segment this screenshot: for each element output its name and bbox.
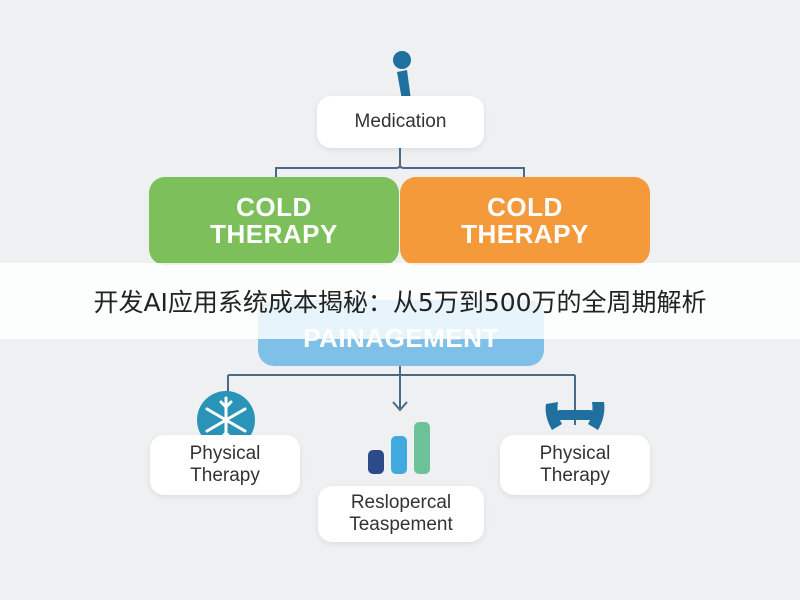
respiratory-center-label: Reslopercal Teaspement xyxy=(349,492,453,535)
info-icon xyxy=(393,51,411,100)
cold-therapy-left-label: COLD THERAPY xyxy=(210,191,338,249)
medication-node: Medication xyxy=(317,96,484,148)
banner-title: 开发AI应用系统成本揭秘：从5万到500万的全周期解析 xyxy=(93,288,707,317)
respiratory-center-node: Reslopercal Teaspement xyxy=(318,486,484,542)
physical-therapy-right-label: Physical Therapy xyxy=(539,443,611,486)
bar-chart-icon xyxy=(368,422,430,474)
snowflake-icon xyxy=(197,391,255,449)
physical-therapy-left-node: Physical Therapy xyxy=(150,435,300,495)
medication-label: Medication xyxy=(354,111,447,133)
physical-therapy-left-label: Physical Therapy xyxy=(189,443,261,486)
connector-medication-to-cold xyxy=(275,148,525,178)
title-banner: 开发AI应用系统成本揭秘：从5万到500万的全周期解析 xyxy=(0,263,800,339)
connector-pain-to-children xyxy=(227,366,576,425)
physical-therapy-right-node: Physical Therapy xyxy=(500,435,650,495)
cold-therapy-right-label: COLD THERAPY xyxy=(461,191,589,249)
connector-arrowhead xyxy=(392,401,408,412)
dumbbell-icon xyxy=(545,402,605,430)
cold-therapy-left-node: COLD THERAPY xyxy=(149,177,399,265)
cold-therapy-right-node: COLD THERAPY xyxy=(400,177,650,265)
